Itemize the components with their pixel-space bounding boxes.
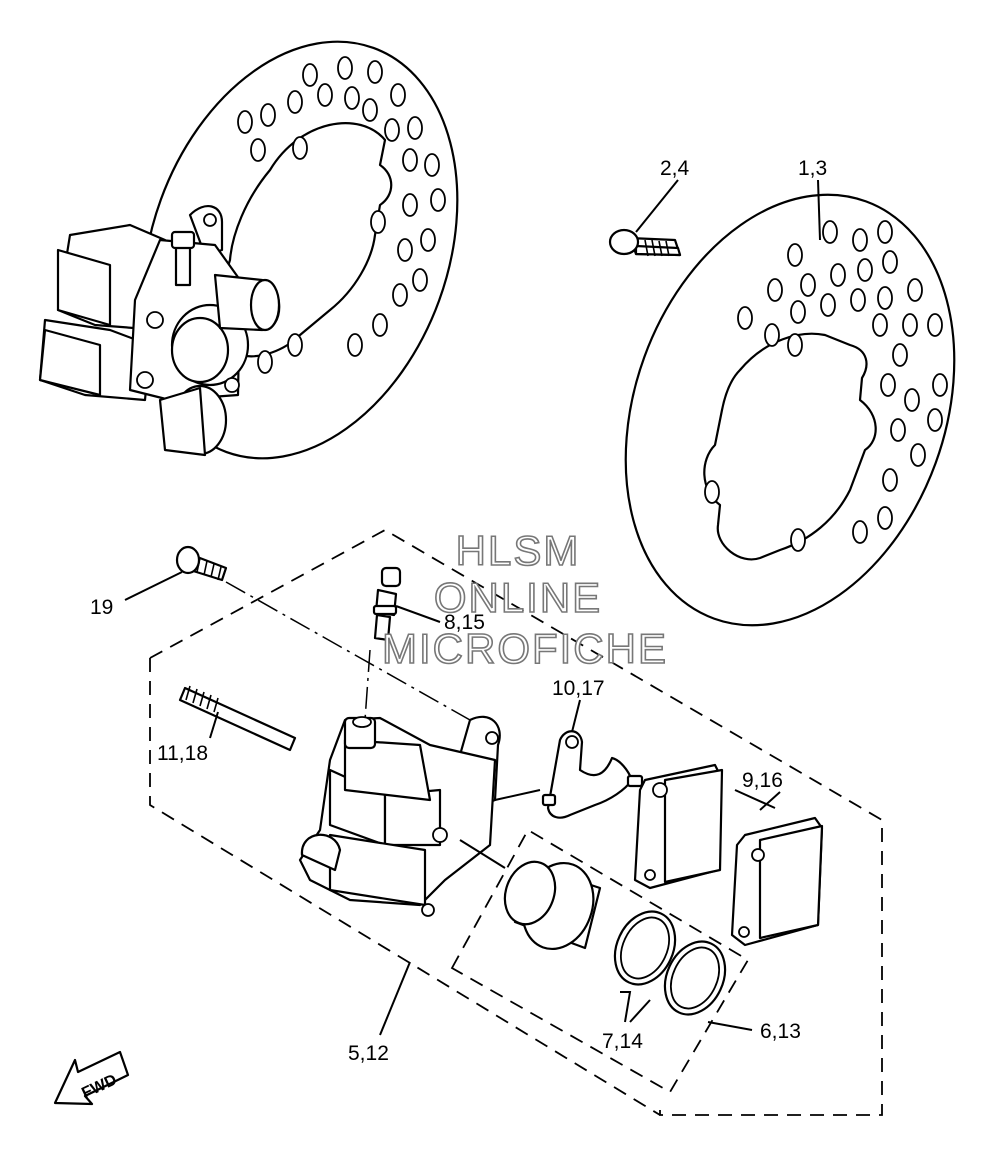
disc-bolt-part <box>608 228 682 257</box>
dust-seal-part <box>663 940 727 1016</box>
disc-holes-upper <box>237 56 446 374</box>
watermark: HLSM ONLINE MICROFICHE <box>381 526 668 673</box>
brake-pad-inner <box>633 763 724 890</box>
callout-9-16: 9,16 <box>742 769 783 792</box>
watermark-line-2: ONLINE <box>434 574 602 621</box>
seal-kit-boundary <box>450 828 750 1094</box>
callout-2-4: 2,4 <box>660 157 690 180</box>
callout-11-18: 11,18 <box>157 742 208 765</box>
callout-6-13: 6,13 <box>760 1020 801 1043</box>
brake-disc-part <box>624 193 956 627</box>
mounting-bolt-part <box>175 545 228 582</box>
callout-7-14: 7,14 <box>602 1030 643 1053</box>
pad-support-part <box>541 730 644 819</box>
piston-seal-part <box>613 910 677 986</box>
watermark-line-1: HLSM <box>456 527 581 574</box>
leader-lines <box>124 179 821 1036</box>
callout-8-15: 8,15 <box>444 611 485 634</box>
caliper-body-part <box>298 715 501 917</box>
callout-10-17: 10,17 <box>552 677 605 700</box>
callout-1-3: 1,3 <box>798 157 827 180</box>
callout-labels: 2,4 1,3 19 8,15 10,17 11,18 9,16 5,12 7,… <box>90 157 827 1065</box>
assembly-lines <box>225 581 541 869</box>
caliper-pin-part <box>178 685 297 752</box>
assembled-brake-disc <box>38 40 459 460</box>
disc-holes-right <box>704 220 948 552</box>
callout-5-12: 5,12 <box>348 1042 389 1065</box>
piston-part <box>503 860 602 951</box>
bleed-screw-part <box>372 566 402 642</box>
watermark-line-3: MICROFICHE <box>382 625 668 672</box>
callout-19: 19 <box>90 596 113 619</box>
fwd-direction-arrow: FWD <box>53 1050 130 1106</box>
assembled-caliper <box>38 205 281 457</box>
brake-pad-outer <box>730 816 824 947</box>
caliper-kit-boundary <box>149 528 883 1116</box>
